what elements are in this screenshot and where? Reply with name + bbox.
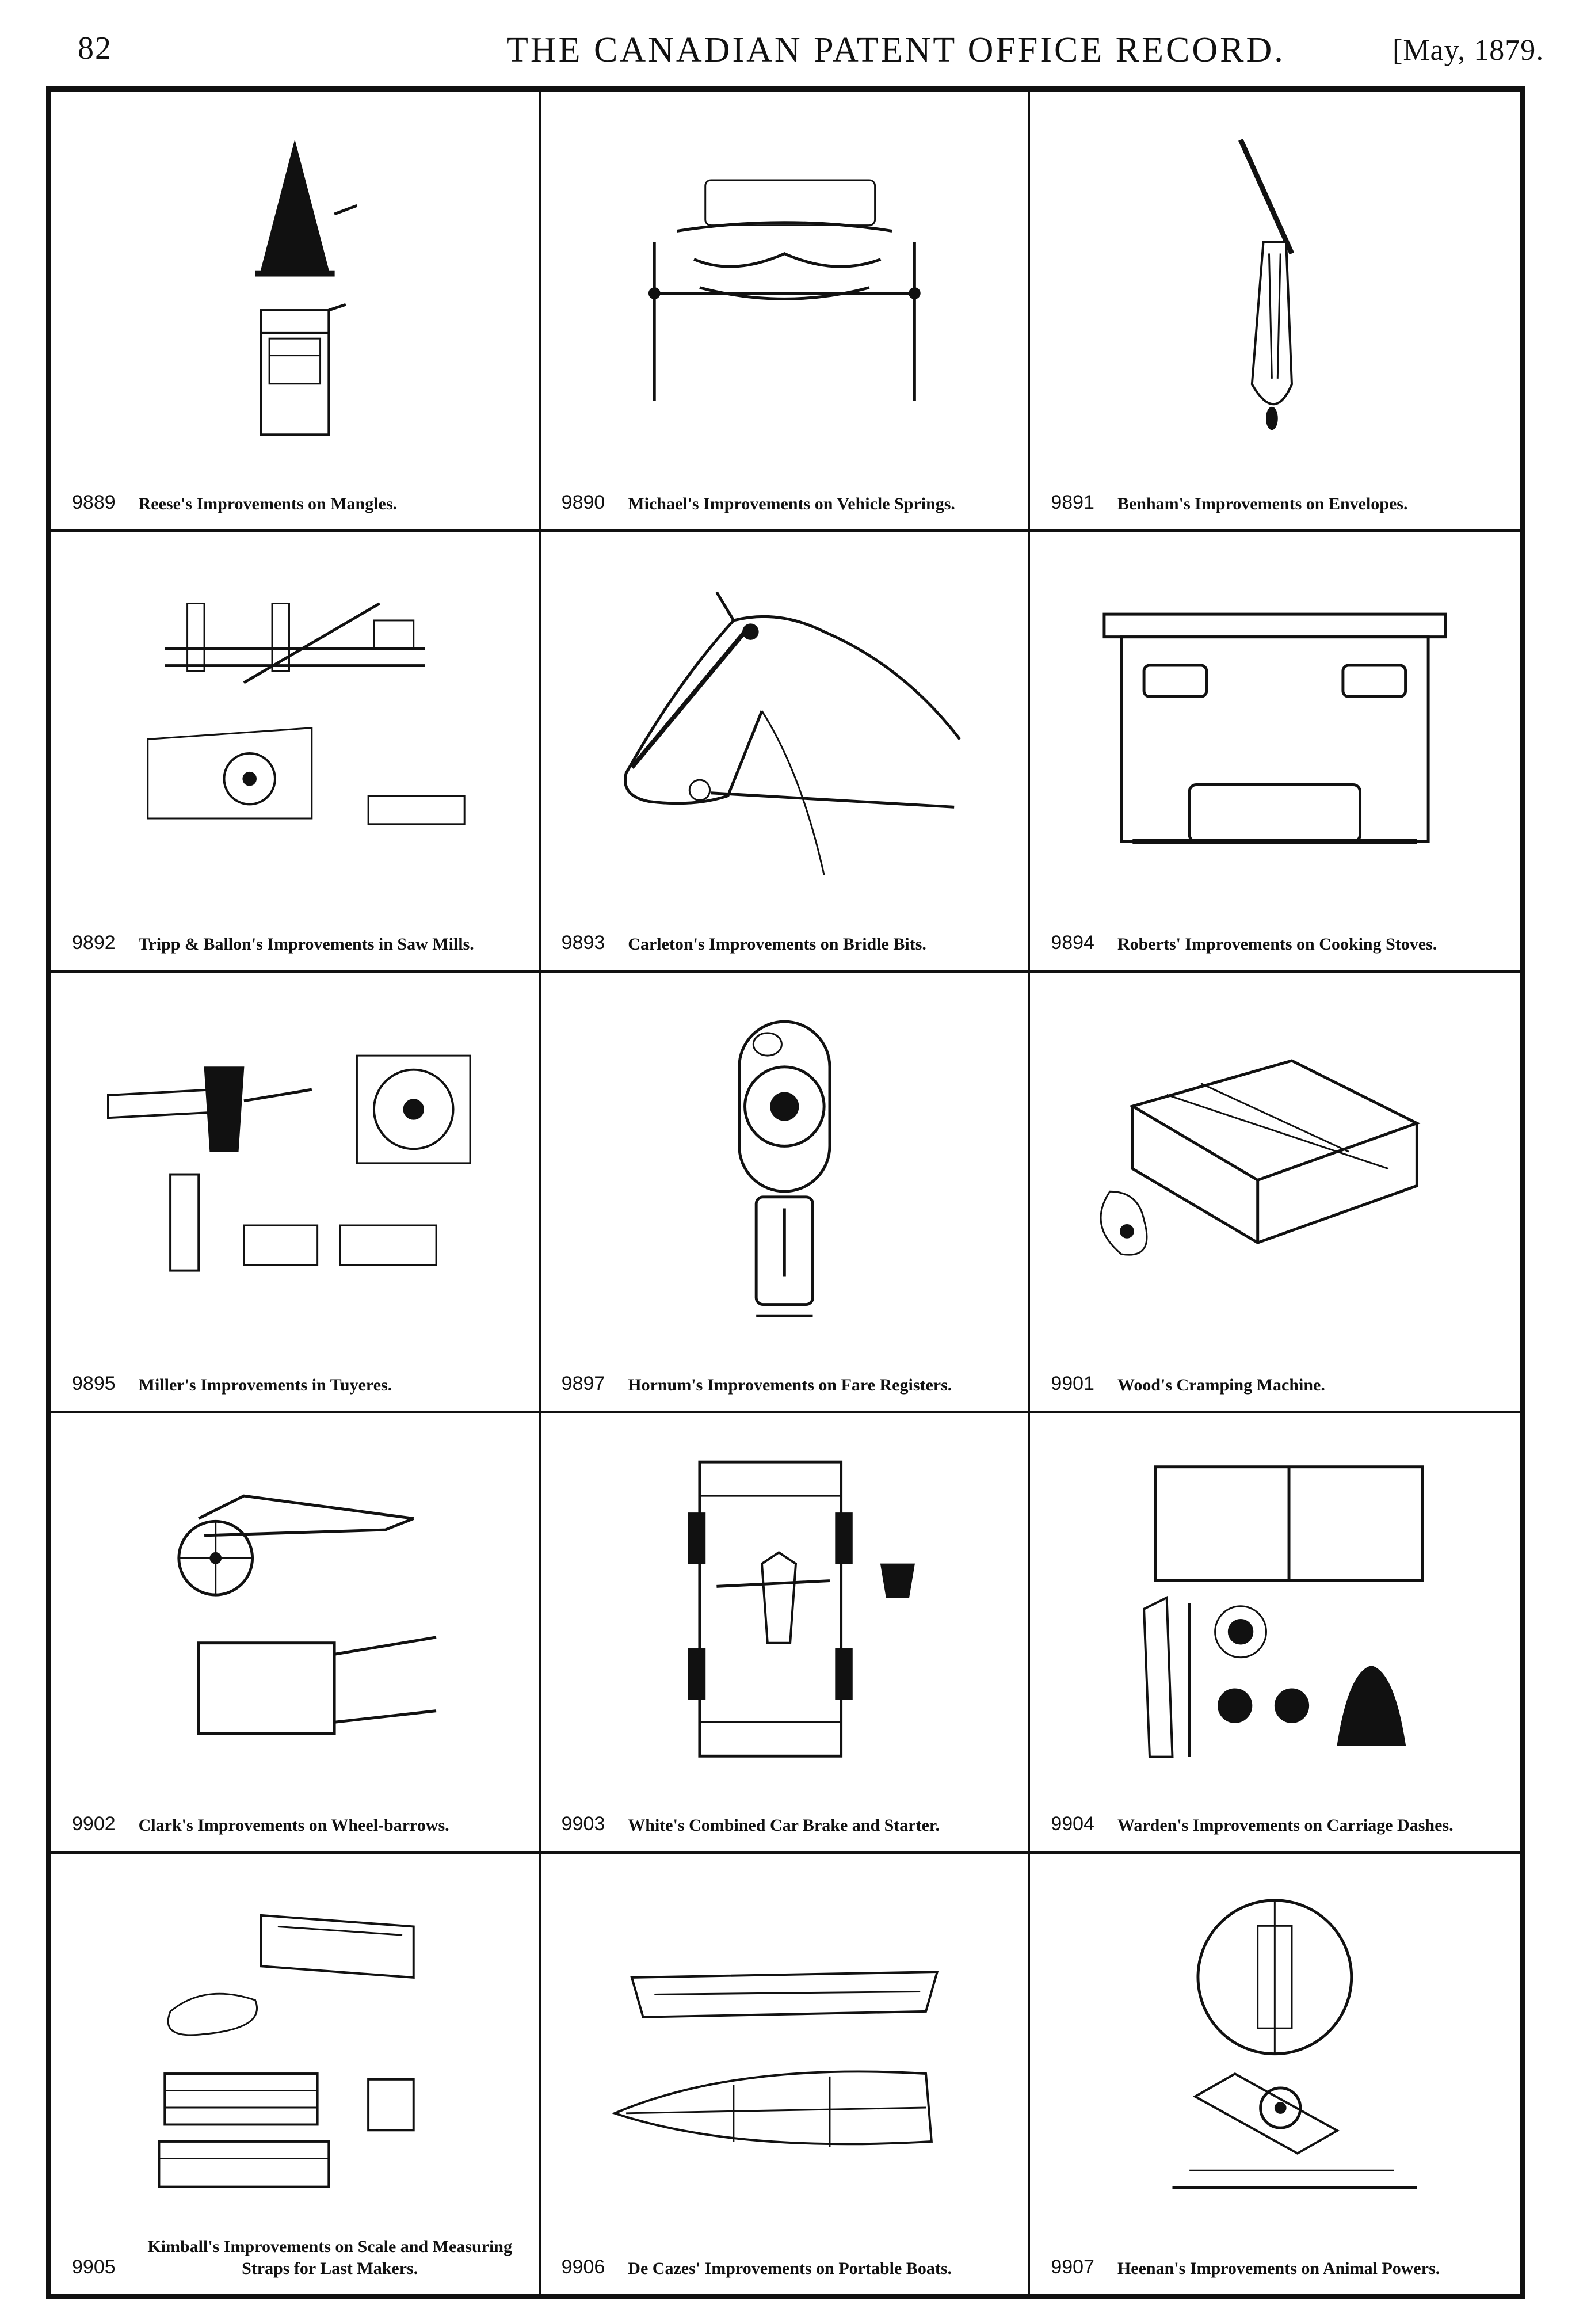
- patent-cell: 9891 Benham's Improvements on Envelopes.: [1030, 92, 1520, 532]
- patent-cell: 9892 Tripp & Ballon's Improvements in Sa…: [51, 532, 541, 973]
- portable-boat-drawing-icon: [564, 1871, 1005, 2231]
- cooking-stove-drawing-icon: [1053, 549, 1497, 906]
- patent-cell: 9895 Miller's Improvements in Tuyeres.: [51, 972, 541, 1414]
- patent-number: 9901: [1051, 1372, 1094, 1395]
- patent-number: 9906: [561, 2256, 605, 2278]
- patent-plate-grid: 9889 Reese's Improvements on Mangles. 98…: [46, 86, 1525, 2299]
- patent-cell: 9904 Warden's Improvements on Carriage D…: [1030, 1413, 1520, 1854]
- wheelbarrow-drawing-icon: [74, 1430, 516, 1788]
- patent-number: 9905: [72, 2256, 116, 2278]
- patent-number: 9907: [1051, 2256, 1094, 2278]
- mangle-drawing-icon: [74, 109, 516, 466]
- patent-title: Benham's Improvements on Envelopes.: [1117, 494, 1408, 513]
- patent-title: Kimball's Improvements on Scale and Meas…: [147, 2237, 512, 2278]
- envelope-drawing-icon: [1053, 109, 1497, 466]
- patent-cell: 9902 Clark's Improvements on Wheel-barro…: [51, 1413, 541, 1854]
- patent-cell: 9903 White's Combined Car Brake and Star…: [540, 1413, 1031, 1854]
- patent-title: De Cazes' Improvements on Portable Boats…: [628, 2258, 952, 2278]
- patent-cell: 9890 Michael's Improvements on Vehicle S…: [540, 92, 1031, 532]
- page-header: 82 THE CANADIAN PATENT OFFICE RECORD. [M…: [0, 0, 1587, 75]
- patent-title: Reese's Improvements on Mangles.: [138, 494, 398, 513]
- patent-cell: 9889 Reese's Improvements on Mangles.: [51, 92, 541, 532]
- bridle-bit-drawing-icon: [564, 549, 1005, 906]
- patent-title: Miller's Improvements in Tuyeres.: [138, 1375, 392, 1395]
- patent-number: 9897: [561, 1372, 605, 1395]
- patent-title: Michael's Improvements on Vehicle Spring…: [628, 494, 955, 513]
- patent-title: Roberts' Improvements on Cooking Stoves.: [1117, 935, 1437, 954]
- patent-number: 9891: [1051, 491, 1094, 513]
- car-brake-drawing-icon: [564, 1430, 1005, 1788]
- patent-title: Hornum's Improvements on Fare Registers.: [628, 1375, 952, 1395]
- patent-cell: 9907 Heenan's Improvements on Animal Pow…: [1030, 1854, 1520, 2294]
- issue-date: [May, 1879.: [1393, 34, 1544, 67]
- patent-number: 9903: [561, 1813, 605, 1835]
- saw-mill-drawing-icon: [74, 549, 516, 906]
- patent-number: 9893: [561, 932, 605, 954]
- patent-cell: 9906 De Cazes' Improvements on Portable …: [541, 1853, 1031, 2294]
- patent-number: 9895: [72, 1372, 116, 1395]
- patent-title: Tripp & Ballon's Improvements in Saw Mil…: [138, 935, 474, 954]
- page-number: 82: [78, 31, 112, 66]
- publication-title: THE CANADIAN PATENT OFFICE RECORD.: [506, 31, 1285, 70]
- patent-title: White's Combined Car Brake and Starter.: [628, 1816, 940, 1835]
- patent-number: 9890: [561, 491, 605, 513]
- patent-number: 9894: [1051, 932, 1094, 954]
- patent-number: 9889: [72, 491, 116, 513]
- patent-cell: 9893 Carleton's Improvements on Bridle B…: [540, 532, 1031, 973]
- patent-cell: 9897 Hornum's Improvements on Fare Regis…: [540, 972, 1031, 1414]
- patent-cell: 9894 Roberts' Improvements on Cooking St…: [1030, 532, 1520, 973]
- patent-number: 9892: [72, 932, 116, 954]
- patent-title: Carleton's Improvements on Bridle Bits.: [628, 935, 926, 954]
- patent-title: Heenan's Improvements on Animal Powers.: [1117, 2258, 1440, 2278]
- tuyere-drawing-icon: [74, 990, 516, 1347]
- patent-title: Wood's Cramping Machine.: [1117, 1375, 1325, 1395]
- animal-power-drawing-icon: [1053, 1871, 1497, 2231]
- patent-title: Clark's Improvements on Wheel-barrows.: [138, 1816, 449, 1835]
- patent-title: Warden's Improvements on Carriage Dashes…: [1117, 1816, 1454, 1835]
- patent-cell: 9905 Kimball's Improvements on Scale and…: [51, 1853, 541, 2294]
- patent-number: 9904: [1051, 1813, 1094, 1835]
- vehicle-spring-drawing-icon: [564, 109, 1005, 466]
- cramping-machine-drawing-icon: [1053, 990, 1497, 1347]
- patent-cell: 9901 Wood's Cramping Machine.: [1030, 973, 1520, 1414]
- patent-number: 9902: [72, 1813, 116, 1835]
- fare-register-drawing-icon: [564, 990, 1005, 1347]
- measuring-strap-drawing-icon: [74, 1871, 516, 2231]
- carriage-dash-drawing-icon: [1053, 1430, 1497, 1788]
